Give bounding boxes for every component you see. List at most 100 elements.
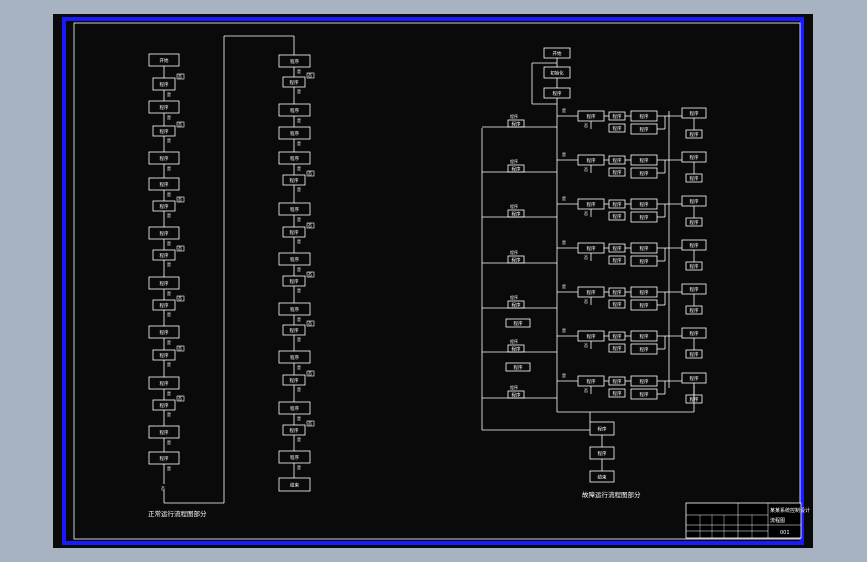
branch-mark: 是 <box>562 327 566 333</box>
box-label: 程序 <box>640 126 649 133</box>
box-label: 程序 <box>290 427 299 434</box>
branch-mark: 程序 <box>510 294 518 300</box>
flag-box <box>176 73 185 80</box>
flag-box <box>176 295 185 302</box>
box-label: 程序 <box>512 346 521 353</box>
branch-mark: 是 <box>562 239 566 245</box>
flag-box <box>306 222 315 229</box>
box-label: 程序 <box>290 278 299 285</box>
box-label: 程序 <box>690 330 699 337</box>
no-mark: 否 <box>178 296 182 301</box>
no-mark: 否 <box>308 272 312 277</box>
box-label: 程序 <box>160 402 169 409</box>
flag-box <box>176 395 185 402</box>
box-label: 程序 <box>514 364 523 371</box>
title-block: 某某系统控制设计 流程图 001 <box>685 502 810 539</box>
yes-mark: 是 <box>297 336 301 342</box>
flag-box <box>176 196 185 203</box>
box-label: 程序 <box>640 289 649 296</box>
box-label: 程序 <box>290 454 299 461</box>
branch-mark: 是 <box>562 372 566 378</box>
box-label: 程序 <box>160 128 169 135</box>
yes-mark: 是 <box>297 68 301 74</box>
branch-mark: 否 <box>584 167 588 172</box>
box-label: 程序 <box>587 333 596 340</box>
box-label: 程序 <box>160 380 169 387</box>
fault-type-box <box>507 344 525 353</box>
box-label: 程序 <box>598 450 607 457</box>
branch-mark: 否 <box>584 343 588 348</box>
fault-type-box <box>505 362 531 372</box>
mid-process-box <box>278 450 311 464</box>
fault-reset-box <box>608 167 626 177</box>
box-label: 程序 <box>160 203 169 210</box>
branch-mark: 程序 <box>510 384 518 390</box>
end-box <box>278 477 311 492</box>
no-mark: 否 <box>178 246 182 251</box>
box-label: 程序 <box>160 329 169 336</box>
yes-mark: 是 <box>167 311 171 317</box>
branch-mark: 程序 <box>510 113 518 119</box>
fault-type-box <box>505 318 531 328</box>
branch-mark: 程序 <box>510 158 518 164</box>
box-label: 程序 <box>690 286 699 293</box>
fault-reset-box <box>608 123 626 133</box>
box-label: 程序 <box>613 333 622 340</box>
box-label: 程序 <box>160 104 169 111</box>
box-label: 程序 <box>613 245 622 252</box>
box-label: 开始 <box>160 57 169 64</box>
yes-mark: 是 <box>167 114 171 120</box>
box-label: 程序 <box>690 307 699 314</box>
no-mark: 否 <box>308 321 312 326</box>
box-label: 程序 <box>512 302 521 309</box>
flag-box <box>176 121 185 128</box>
no-mark: 否 <box>178 346 182 351</box>
normal-flowchart-continued: 程序是程序否是程序是程序是程序是程序否是程序是程序否是程序是程序否是程序是程序否… <box>278 36 315 492</box>
no-mark: 否 <box>161 486 165 491</box>
box-label: 程序 <box>587 289 596 296</box>
box-label: 程序 <box>290 177 299 184</box>
yes-mark: 是 <box>167 240 171 246</box>
fault-type-box <box>507 255 525 264</box>
yes-mark: 是 <box>297 364 301 370</box>
mid-process-box <box>278 126 311 140</box>
box-label: 程序 <box>613 378 622 385</box>
box-label: 程序 <box>160 252 169 259</box>
yes-mark: 是 <box>167 390 171 396</box>
box-label: 程序 <box>512 166 521 173</box>
yes-mark: 是 <box>297 316 301 322</box>
yes-mark: 是 <box>167 137 171 143</box>
no-mark: 否 <box>178 74 182 79</box>
yes-mark: 是 <box>297 186 301 192</box>
branch-mark: 否 <box>584 255 588 260</box>
box-label: 程序 <box>640 378 649 385</box>
yes-mark: 是 <box>297 140 301 146</box>
mid-process-box <box>278 103 311 117</box>
box-label: 程序 <box>690 263 699 270</box>
fault-reset-box <box>608 299 626 309</box>
mid-process-box <box>278 350 311 364</box>
branch-mark: 程序 <box>510 338 518 344</box>
box-label: 程序 <box>587 245 596 252</box>
box-label: 程序 <box>640 245 649 252</box>
no-mark: 否 <box>308 371 312 376</box>
no-mark: 否 <box>308 171 312 176</box>
left-caption: 正常运行流程图部分 <box>148 509 207 518</box>
box-label: 程序 <box>160 280 169 287</box>
box-label: 程序 <box>640 170 649 177</box>
fault-reset-box <box>608 343 626 353</box>
yes-mark: 是 <box>167 290 171 296</box>
box-label: 程序 <box>553 90 562 97</box>
box-label: 程序 <box>290 306 299 313</box>
box-label: 程序 <box>690 375 699 382</box>
box-label: 程序 <box>613 301 622 308</box>
box-label: 程序 <box>690 351 699 358</box>
no-mark: 否 <box>178 396 182 401</box>
yes-mark: 是 <box>297 216 301 222</box>
box-label: 结束 <box>598 474 607 481</box>
inner-frame <box>73 22 801 540</box>
branch-mark: 否 <box>584 123 588 128</box>
yes-mark: 是 <box>297 266 301 272</box>
box-label: 程序 <box>290 354 299 361</box>
